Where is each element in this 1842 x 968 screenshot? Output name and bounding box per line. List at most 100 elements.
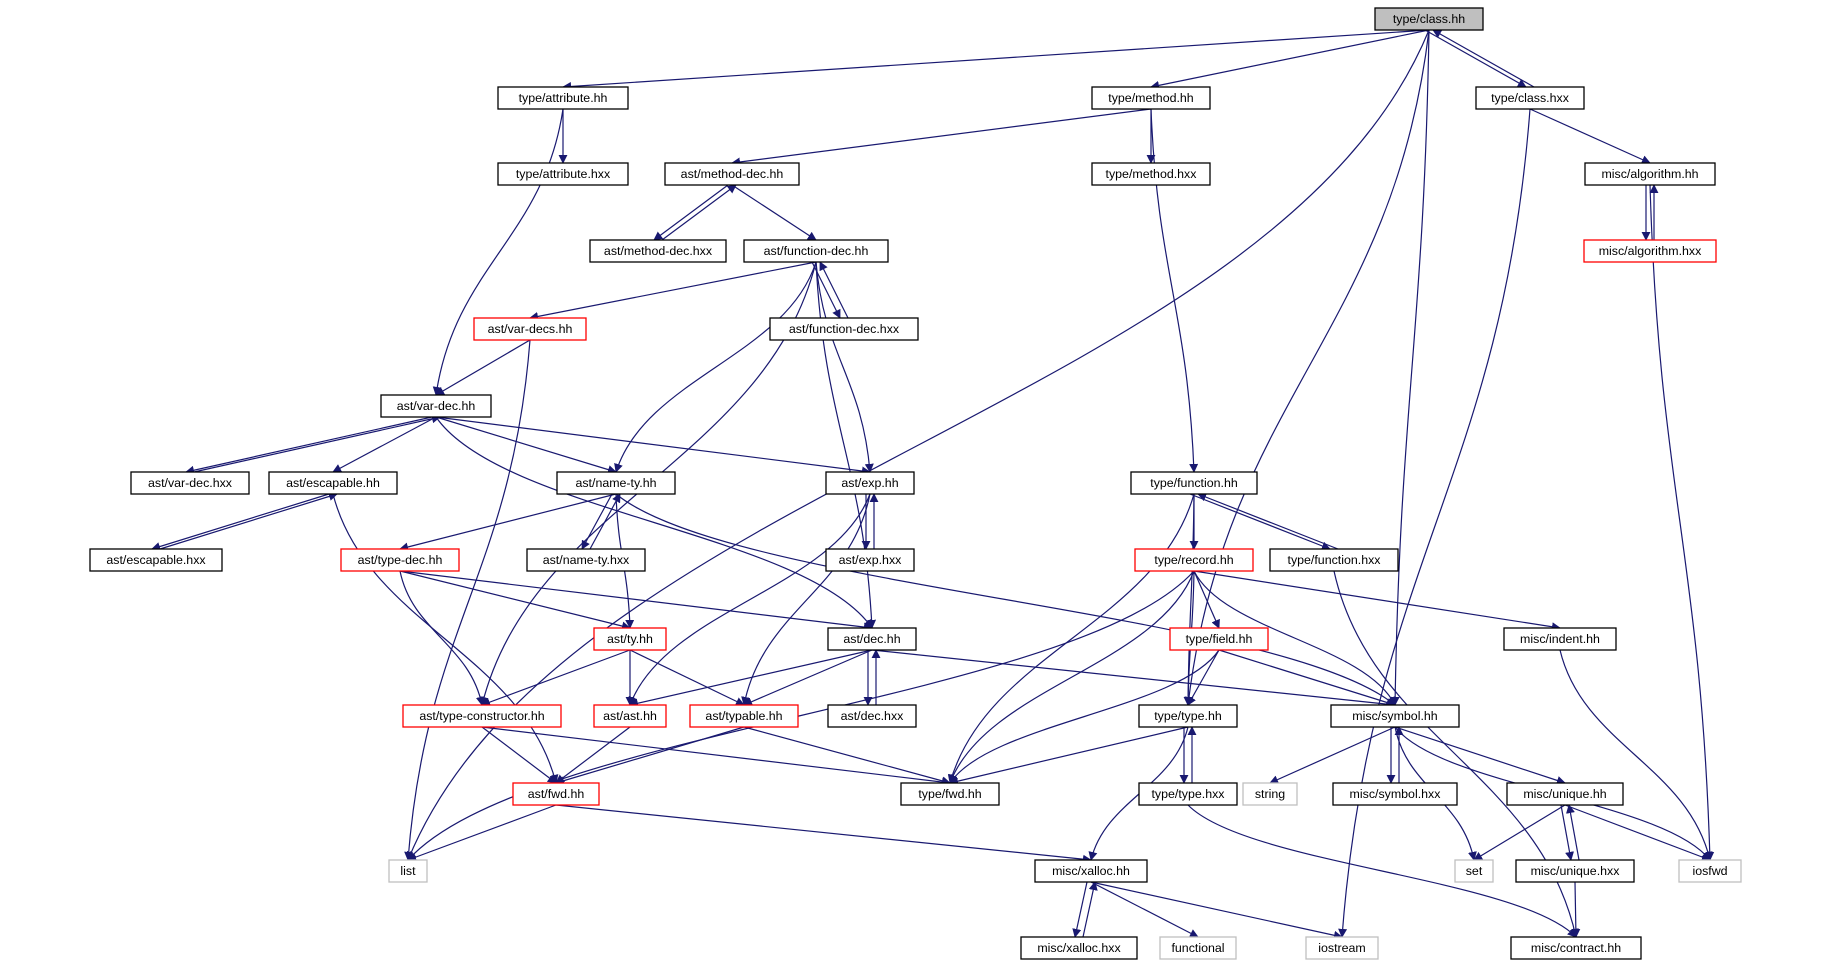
node-box — [89, 548, 223, 572]
node-ast-dec-hh[interactable]: ast/dec.hh — [827, 627, 917, 651]
node-misc-xalloc-hh[interactable]: misc/xalloc.hh — [1034, 859, 1148, 883]
node-label: misc/algorithm.hh — [1601, 167, 1698, 181]
edge-misc-symbol-hh-to-misc-unique-hh — [1394, 726, 1566, 785]
node-ast-ast-hh[interactable]: ast/ast.hh — [593, 704, 667, 728]
edge-ast-dec-hh-to-ast-typable-hh — [743, 649, 873, 706]
node-type-field-hh[interactable]: type/field.hh — [1169, 627, 1269, 651]
node-ast-exp-hxx[interactable]: ast/exp.hxx — [825, 548, 915, 572]
edge-ast-var-dec-hh-to-ast-name-ty-hh — [435, 416, 617, 474]
node-list[interactable]: list — [388, 859, 428, 883]
node-algorithm-hh[interactable]: misc/algorithm.hh — [1584, 162, 1716, 186]
node-attribute-hxx[interactable]: type/attribute.hxx — [497, 162, 629, 186]
node-functional[interactable]: functional — [1159, 936, 1237, 960]
node-class-hxx[interactable]: type/class.hxx — [1475, 86, 1585, 110]
node-box — [1169, 627, 1269, 651]
edge-ast-var-dec-hh-to-ast-dec-hh — [435, 416, 873, 629]
node-type-function-hxx[interactable]: type/function.hxx — [1269, 548, 1399, 572]
node-label: type/field.hh — [1186, 632, 1253, 646]
node-ast-var-dec-hh[interactable]: ast/var-dec.hh — [380, 394, 492, 418]
node-ast-name-ty-hh[interactable]: ast/name-ty.hh — [556, 471, 676, 495]
node-ast-var-decs-hh[interactable]: ast/var-decs.hh — [473, 317, 587, 341]
node-misc-symbol-hh[interactable]: misc/symbol.hh — [1330, 704, 1460, 728]
edge-misc-indent-hh-to-iosfwd — [1559, 649, 1713, 861]
node-box — [497, 162, 629, 186]
node-class-hh[interactable]: type/class.hh — [1374, 7, 1484, 31]
edge-class-hh-to-list — [406, 29, 1430, 861]
node-ast-fwd-hh[interactable]: ast/fwd.hh — [512, 782, 600, 806]
node-label: ast/function-dec.hxx — [789, 322, 900, 336]
node-misc-unique-hxx[interactable]: misc/unique.hxx — [1515, 859, 1635, 883]
node-ast-escapable-hxx[interactable]: ast/escapable.hxx — [89, 548, 223, 572]
node-box — [1138, 782, 1238, 806]
edge-type-record-hh-to-misc-indent-hh — [1193, 570, 1561, 632]
node-misc-contract-hh[interactable]: misc/contract.hh — [1510, 936, 1642, 960]
node-label: type/type.hxx — [1151, 787, 1225, 801]
node-label: misc/xalloc.hh — [1052, 864, 1130, 878]
node-label: ast/method-dec.hxx — [604, 244, 713, 258]
edge-ast-escapable-hh-to-ast-escapable-hxx — [151, 493, 330, 551]
node-method-hh[interactable]: type/method.hh — [1091, 86, 1211, 110]
node-ast-exp-hh[interactable]: ast/exp.hh — [825, 471, 915, 495]
node-ast-ty-hh[interactable]: ast/ty.hh — [593, 627, 667, 651]
node-box — [1454, 859, 1494, 883]
edge-ast-name-ty-hh-to-misc-symbol-hh — [615, 493, 1396, 706]
node-ast-typable-hh[interactable]: ast/typable.hh — [689, 704, 799, 728]
node-type-record-hh[interactable]: type/record.hh — [1134, 548, 1254, 572]
node-label: type/type.hh — [1154, 709, 1222, 723]
edge-ast-method-dec-hh-to-ast-function-dec-hh — [731, 184, 817, 241]
edge-type-type-hxx-to-misc-contract-hh — [1187, 804, 1577, 938]
node-ast-dec-hxx[interactable]: ast/dec.hxx — [827, 704, 917, 728]
node-method-hxx[interactable]: type/method.hxx — [1091, 162, 1211, 186]
edge-misc-xalloc-hh-to-misc-xalloc-hxx — [1072, 881, 1088, 938]
node-box — [1242, 782, 1298, 806]
node-misc-indent-hh[interactable]: misc/indent.hh — [1503, 627, 1617, 651]
edge-ast-fwd-hh-to-misc-xalloc-hh — [555, 804, 1092, 864]
node-label: type/record.hh — [1154, 553, 1233, 567]
node-box — [512, 782, 600, 806]
node-ast-type-dec-hh[interactable]: ast/type-dec.hh — [340, 548, 460, 572]
node-type-type-hxx[interactable]: type/type.hxx — [1138, 782, 1238, 806]
edge-ast-exp-hh-to-ast-typable-hh — [741, 493, 871, 706]
node-box — [769, 317, 919, 341]
node-ast-type-constructor-hh[interactable]: ast/type-constructor.hh — [402, 704, 562, 728]
node-ast-function-dec-hh[interactable]: ast/function-dec.hh — [743, 239, 889, 263]
node-misc-symbol-hxx[interactable]: misc/symbol.hxx — [1332, 782, 1458, 806]
node-ast-method-dec-hxx[interactable]: ast/method-dec.hxx — [589, 239, 727, 263]
node-box — [526, 548, 646, 572]
node-algorithm-hxx[interactable]: misc/algorithm.hxx — [1583, 239, 1717, 263]
node-box — [593, 627, 667, 651]
node-box — [1583, 239, 1717, 263]
edge-ast-var-decs-hh-to-ast-var-dec-hh — [435, 339, 531, 396]
node-iostream[interactable]: iostream — [1305, 936, 1379, 960]
node-ast-function-dec-hxx[interactable]: ast/function-dec.hxx — [769, 317, 919, 341]
node-set[interactable]: set — [1454, 859, 1494, 883]
edge-misc-unique-hxx-to-misc-contract-hh — [1571, 881, 1581, 938]
node-ast-name-ty-hxx[interactable]: ast/name-ty.hxx — [526, 548, 646, 572]
node-box — [388, 859, 428, 883]
node-box — [1305, 936, 1379, 960]
node-attribute-hh[interactable]: type/attribute.hh — [497, 86, 629, 110]
node-string[interactable]: string — [1242, 782, 1298, 806]
edge-ast-var-dec-hxx-to-ast-var-dec-hh — [193, 414, 441, 473]
node-ast-var-dec-hxx[interactable]: ast/var-dec.hxx — [130, 471, 250, 495]
edge-type-record-hh-to-list — [407, 570, 1195, 861]
node-misc-unique-hh[interactable]: misc/unique.hh — [1506, 782, 1624, 806]
node-box — [402, 704, 562, 728]
node-iosfwd[interactable]: iosfwd — [1678, 859, 1742, 883]
node-box — [689, 704, 799, 728]
node-label: ast/ty.hh — [607, 632, 653, 646]
node-type-type-hh[interactable]: type/type.hh — [1138, 704, 1238, 728]
node-ast-method-dec-hh[interactable]: ast/method-dec.hh — [664, 162, 800, 186]
node-type-function-hh[interactable]: type/function.hh — [1130, 471, 1258, 495]
edge-ast-name-ty-hxx-to-ast-name-ty-hh — [589, 493, 621, 550]
edge-class-hh-to-misc-symbol-hh — [1390, 29, 1430, 706]
edge-class-hh-to-type-type-hh — [1184, 29, 1430, 706]
node-label: type/attribute.hh — [519, 91, 608, 105]
node-label: misc/contract.hh — [1531, 941, 1621, 955]
node-type-fwd-hh[interactable]: type/fwd.hh — [900, 782, 1000, 806]
node-label: ast/type-dec.hh — [358, 553, 443, 567]
node-ast-escapable-hh[interactable]: ast/escapable.hh — [268, 471, 398, 495]
node-misc-xalloc-hxx[interactable]: misc/xalloc.hxx — [1020, 936, 1138, 960]
node-label: ast/name-ty.hh — [575, 476, 656, 490]
edge-ast-ty-hh-to-ast-typable-hh — [629, 649, 745, 706]
